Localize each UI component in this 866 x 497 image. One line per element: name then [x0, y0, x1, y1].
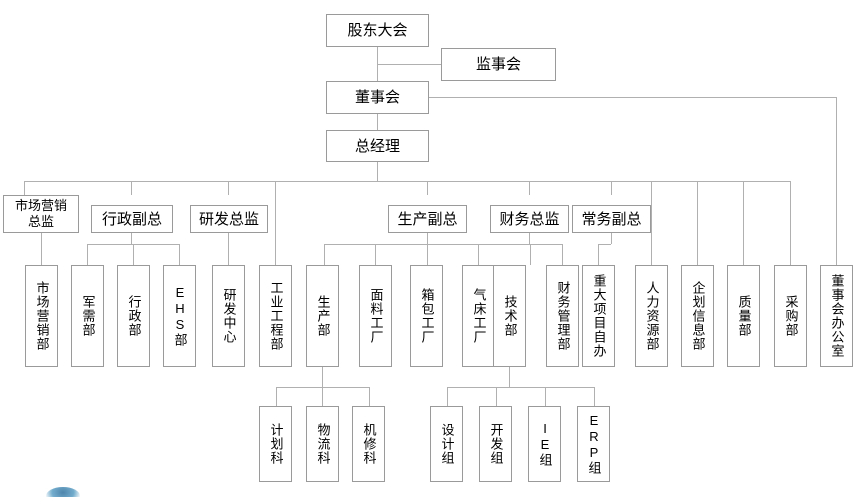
connector-prod-drop-4: [478, 244, 479, 265]
node-major-project-office[interactable]: 重大项目自办: [582, 265, 615, 367]
node-military-dept[interactable]: 军需部: [71, 265, 104, 367]
node-design-group[interactable]: 设计组: [430, 406, 463, 482]
connector-bus-drop-planning: [697, 181, 698, 265]
connector-board-to-office-h: [428, 97, 837, 98]
node-production-dept[interactable]: 生产部: [306, 265, 339, 367]
marketing-director-line2: 总监: [27, 214, 54, 229]
connector-gm-bus: [24, 181, 790, 182]
connector-exec-drop: [598, 244, 599, 265]
node-admin-dept[interactable]: 行政部: [117, 265, 150, 367]
marketing-director-line1: 市场营销: [14, 198, 67, 213]
node-marketing-director[interactable]: 市场营销 总监: [3, 195, 79, 233]
connector-prod-drop-1: [324, 244, 325, 265]
connector-prod-sub-drop-2: [322, 387, 323, 406]
node-supervisory-board[interactable]: 监事会: [441, 48, 556, 81]
connector-tech-dept-down: [509, 367, 510, 387]
connector-admin-drop-1: [87, 244, 88, 265]
connector-finance-drop: [562, 244, 563, 265]
node-quality-dept[interactable]: 质量部: [727, 265, 760, 367]
node-production-vp[interactable]: 生产副总: [388, 205, 467, 233]
connector-bus-drop-exec: [611, 181, 612, 195]
connector-admin-vp-down: [131, 232, 132, 244]
connector-bus-drop-hr: [651, 181, 652, 265]
connector-bus-drop-quality: [743, 181, 744, 265]
node-tech-dept[interactable]: 技术部: [493, 265, 526, 367]
connector-tech-sub-drop-4: [594, 387, 595, 406]
node-rd-director[interactable]: 研发总监: [190, 205, 268, 233]
node-ie-group[interactable]: IE组: [528, 406, 561, 482]
node-rd-center[interactable]: 研发中心: [212, 265, 245, 367]
node-maintenance-section[interactable]: 机修科: [352, 406, 385, 482]
connector-gm-down: [377, 161, 378, 181]
connector-board-to-office-v: [836, 97, 837, 265]
connector-production-vp-down: [427, 232, 428, 244]
node-bag-factory[interactable]: 箱包工厂: [410, 265, 443, 367]
connector-shareholders-down: [377, 47, 378, 64]
connector-marketing-director-down: [41, 232, 42, 265]
connector-prod-sub-drop-1: [276, 387, 277, 406]
connector-exec-bus: [598, 244, 611, 245]
connector-prod-drop-2: [375, 244, 376, 265]
connector-finance-director-down: [529, 232, 530, 244]
node-general-manager[interactable]: 总经理: [326, 130, 429, 162]
connector-board-to-gm: [377, 113, 378, 131]
connector-exec-vp-down: [611, 232, 612, 244]
connector-bus-drop-marketing: [24, 181, 25, 195]
node-airbed-factory[interactable]: 气床工厂: [462, 265, 495, 367]
connector-bus-drop-finance: [529, 181, 530, 195]
connector-prod-sub-drop-3: [369, 387, 370, 406]
node-logistics-section[interactable]: 物流科: [306, 406, 339, 482]
connector-tech-sub-drop-3: [545, 387, 546, 406]
node-planning-section[interactable]: 计划科: [259, 406, 292, 482]
node-marketing-dept[interactable]: 市场营销部: [25, 265, 58, 367]
node-fabric-factory[interactable]: 面料工厂: [359, 265, 392, 367]
connector-shareholders-to-board: [377, 64, 378, 83]
decorative-blue-arc: [46, 487, 80, 497]
node-board-office[interactable]: 董事会办公室: [820, 265, 853, 367]
node-dev-group[interactable]: 开发组: [479, 406, 512, 482]
connector-bus-drop-admin: [131, 181, 132, 195]
connector-bus-drop-rd: [228, 181, 229, 195]
connector-tech-sub-drop-1: [447, 387, 448, 406]
node-purchasing-dept[interactable]: 采购部: [774, 265, 807, 367]
node-finance-management-dept[interactable]: 财务管理部: [546, 265, 579, 367]
node-industrial-engineering-dept[interactable]: 工业工程部: [259, 265, 292, 367]
connector-bus-drop-production: [427, 181, 428, 195]
connector-prod-drop-5: [530, 244, 531, 265]
connector-finance-bus: [529, 244, 562, 245]
node-board-of-directors[interactable]: 董事会: [326, 81, 429, 114]
connector-prod-drop-3: [427, 244, 428, 265]
connector-admin-drop-2: [133, 244, 134, 265]
node-admin-vp[interactable]: 行政副总: [91, 205, 173, 233]
connector-bus-drop-ie-dept: [275, 181, 276, 265]
node-ehs-dept[interactable]: EHS部: [163, 265, 196, 367]
node-finance-director[interactable]: 财务总监: [490, 205, 569, 233]
connector-bus-drop-purchasing: [790, 181, 791, 265]
connector-tech-sub-drop-2: [496, 387, 497, 406]
connector-production-dept-down: [322, 367, 323, 387]
connector-tech-dept-bus: [447, 387, 594, 388]
node-hr-dept[interactable]: 人力资源部: [635, 265, 668, 367]
connector-rd-director-down: [228, 232, 229, 265]
connector-to-supervisory: [377, 64, 441, 65]
node-shareholders-meeting[interactable]: 股东大会: [326, 14, 429, 47]
connector-admin-drop-3: [179, 244, 180, 265]
node-planning-info-dept[interactable]: 企划信息部: [681, 265, 714, 367]
node-erp-group[interactable]: ERP组: [577, 406, 610, 482]
node-executive-vp[interactable]: 常务副总: [572, 205, 651, 233]
